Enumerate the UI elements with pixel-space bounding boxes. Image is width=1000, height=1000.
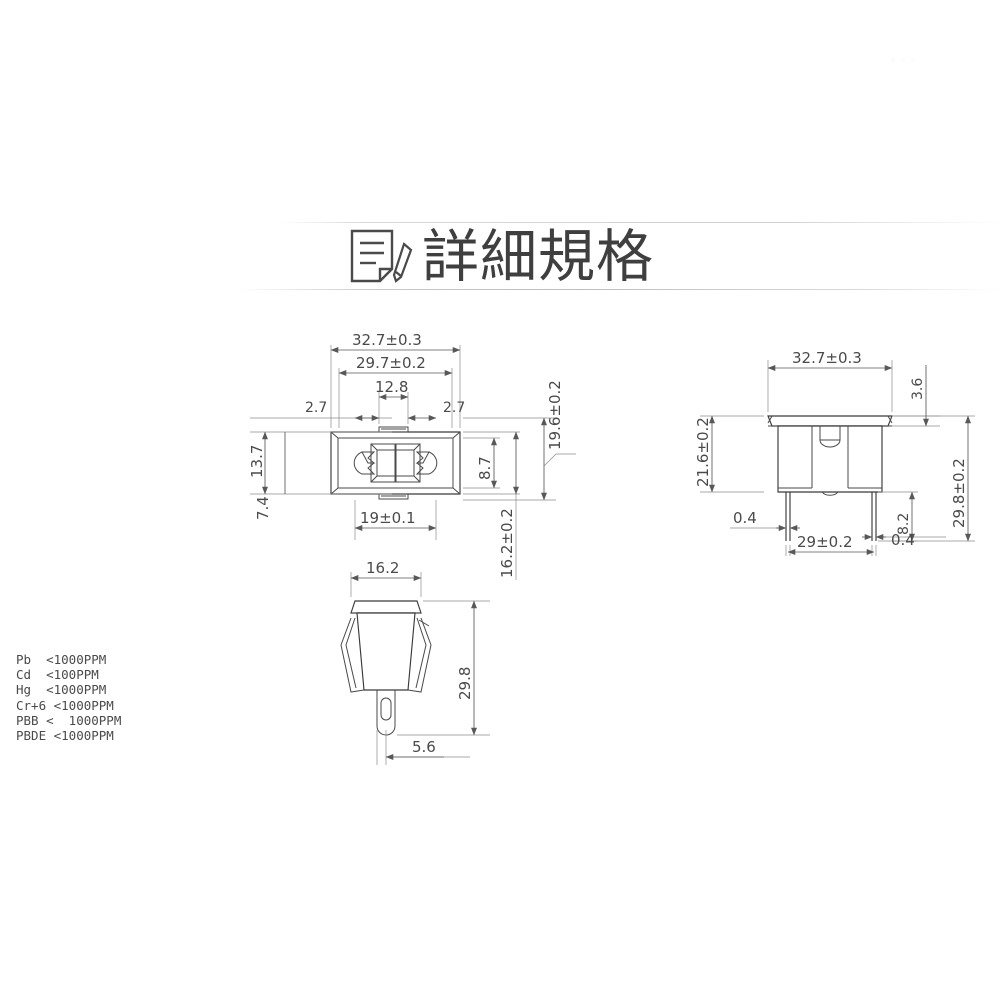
dim-side-flange: 3.6 xyxy=(910,365,929,427)
rohs-line-cd: Cd <100PPM xyxy=(16,667,99,683)
dim-label-2-7-right: 2.7 xyxy=(443,400,465,416)
dim-top-right-offset: 2.7 xyxy=(407,400,465,421)
dim-front-height: 29.8 xyxy=(456,600,477,736)
document-pen-icon xyxy=(350,229,413,283)
dim-label-13-7: 13.7 xyxy=(248,445,266,478)
dim-front-width: 16.2 xyxy=(350,559,422,581)
dim-top-inner-height: 8.7 xyxy=(476,437,497,489)
rohs-line-hg: Hg <1000PPM xyxy=(16,682,107,698)
dim-label-8-2: 8.2 xyxy=(896,513,912,535)
dim-top-overall-width: 32.7±0.3 xyxy=(330,331,461,353)
dim-label-16-2: 16.2 xyxy=(366,559,399,577)
dim-side-pin-spacing: 29±0.2 xyxy=(787,533,875,555)
front-view-extension-lines xyxy=(350,572,490,765)
dim-side-body-height: 21.6±0.2 xyxy=(694,415,715,493)
dim-label-3-6: 3.6 xyxy=(910,378,926,400)
dim-label-16-2-tol: 16.2±0.2 xyxy=(498,508,516,578)
rohs-line-cr6: Cr+6 <1000PPM xyxy=(16,697,114,713)
header-divider-top xyxy=(278,222,1000,223)
front-view: 16.2 29.8 5.6 xyxy=(340,559,490,765)
dim-label-12-8: 12.8 xyxy=(375,378,408,396)
dim-label-2-7-left: 2.7 xyxy=(305,400,327,416)
rohs-line-pbb: PBB < 1000PPM xyxy=(16,712,122,728)
top-view: 32.7±0.3 29.7±0.2 12.8 2.7 2.7 13.7 xyxy=(248,331,576,580)
dim-label-side-32-7: 32.7±0.3 xyxy=(792,349,862,367)
dim-side-overall-width: 32.7±0.3 xyxy=(767,349,893,371)
dim-label-21-6: 21.6±0.2 xyxy=(694,417,712,487)
front-view-body-outline xyxy=(340,600,432,736)
dim-side-pin-thickness-left: 0.4 xyxy=(733,509,800,531)
rohs-line-pb: Pb <1000PPM xyxy=(16,652,107,667)
top-view-extension-lines xyxy=(250,345,556,540)
dim-top-inner-width: 29.7±0.2 xyxy=(338,354,453,376)
dim-label-19-6: 19.6±0.2 xyxy=(546,380,564,450)
watermark: ••• xyxy=(888,51,918,71)
rohs-line-pbde: PBDE <1000PPM xyxy=(16,728,114,744)
rohs-compliance-block: Pb <1000PPM Cd <100PPM Hg <1000PPM Cr+6 … xyxy=(16,652,196,743)
dim-top-center-slot: 12.8 xyxy=(375,378,408,400)
dim-label-29: 29±0.2 xyxy=(797,533,853,551)
dim-top-left-height-2: 7.4 xyxy=(254,432,286,520)
dim-side-total-height: 29.8±0.2 xyxy=(950,415,971,542)
dim-top-leader-height: 19.6±0.2 xyxy=(541,380,576,501)
dim-label-5-6: 5.6 xyxy=(412,738,436,756)
dim-top-left-height: 13.7 xyxy=(248,431,268,495)
header-title-group: 詳細規格 xyxy=(0,224,1000,290)
dim-label-8-7: 8.7 xyxy=(476,456,494,480)
side-view-body-outline xyxy=(767,415,893,541)
top-view-terminal-left xyxy=(353,443,396,483)
dim-top-right-height: 16.2±0.2 xyxy=(498,431,519,580)
dim-label-0-4-left: 0.4 xyxy=(733,509,757,527)
dim-label-7-4: 7.4 xyxy=(254,496,272,520)
dim-label-19: 19±0.1 xyxy=(360,509,416,527)
dim-top-bottom-width: 19±0.1 xyxy=(354,509,437,531)
side-view: 32.7±0.3 3.6 21.6±0.2 29.8±0.2 8.2 0.4 xyxy=(694,349,975,556)
dim-label-29-7: 29.7±0.2 xyxy=(356,354,426,372)
header-divider-bottom xyxy=(236,289,1000,290)
page-title: 詳細規格 xyxy=(422,223,654,290)
dim-label-29-8: 29.8 xyxy=(456,667,474,700)
dim-side-pin-length: 8.2 xyxy=(896,491,915,542)
dim-front-pin-offset: 5.6 xyxy=(385,738,444,760)
page-header: 詳細規格 xyxy=(0,222,1000,312)
top-view-terminal-right xyxy=(395,443,438,483)
dim-label-29-8-tol: 29.8±0.2 xyxy=(950,458,968,528)
dim-label-0-4-right: 0.4 xyxy=(891,531,915,549)
dim-top-left-offset: 2.7 xyxy=(305,400,380,421)
dim-side-pin-thickness-right: 0.4 xyxy=(862,531,915,549)
dim-label-32-7: 32.7±0.3 xyxy=(352,331,422,349)
